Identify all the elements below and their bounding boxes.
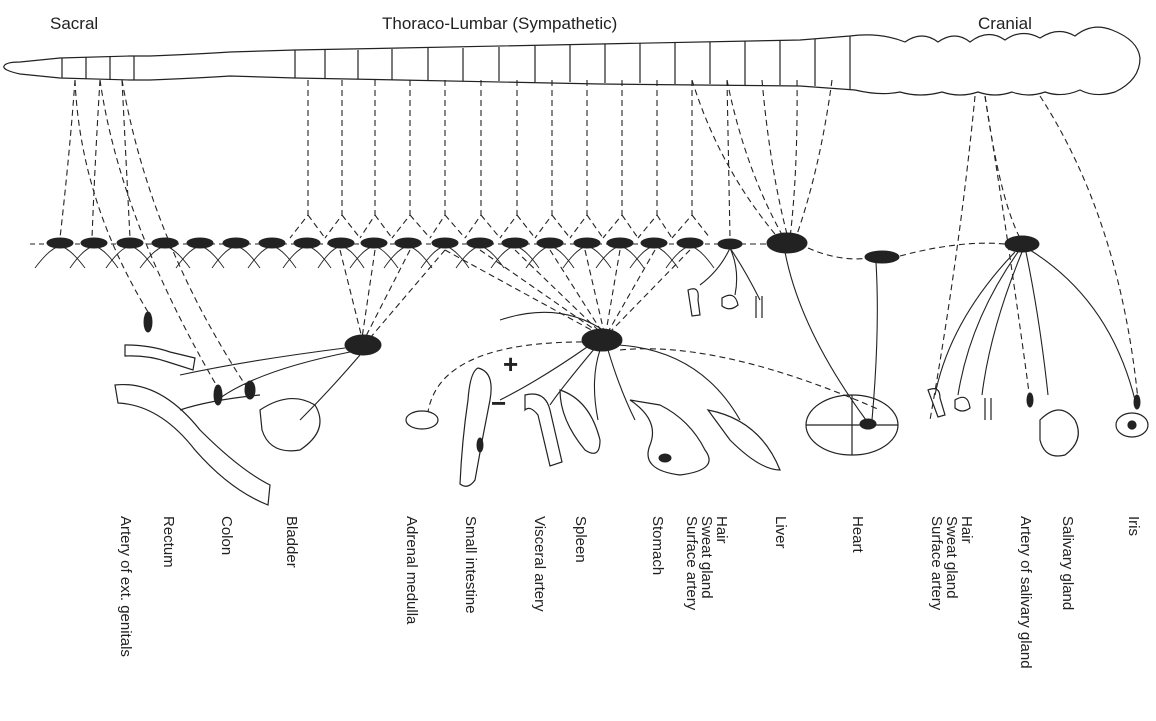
genital-artery-shape: [125, 345, 195, 370]
label-cranial-hair: Hair: [958, 516, 974, 544]
visceral-artery-shape: [525, 394, 562, 466]
organ-shapes: [115, 289, 1148, 505]
label-adrenal-medulla: Adrenal medulla: [403, 516, 419, 624]
label-colon: Colon: [218, 516, 234, 555]
spinal-cord: [4, 27, 1140, 95]
label-bladder: Bladder: [283, 516, 299, 568]
plus-sign: +: [503, 349, 518, 379]
label-artery-of-salivary-gland: Artery of salivary gland: [1017, 516, 1033, 669]
salivary-gland-shape: [1040, 410, 1078, 456]
label-heart: Heart: [849, 516, 865, 553]
preganglionic-fibers: [60, 80, 1138, 420]
label-rectum: Rectum: [160, 516, 176, 568]
label-iris: Iris: [1125, 516, 1141, 536]
label-cranial-surface-artery: Surface artery: [928, 516, 944, 610]
spleen-shape: [560, 390, 600, 453]
stomach-shape: [630, 400, 709, 475]
label-sweat-gland: Sweat gland: [698, 516, 714, 599]
label-visceral-artery: Visceral artery: [531, 516, 547, 612]
label-spleen: Spleen: [572, 516, 588, 563]
sympathetic-chain: [30, 233, 1140, 462]
bladder-shape: [260, 399, 320, 451]
minus-sign: −: [491, 388, 506, 418]
label-hair: Hair: [713, 516, 729, 544]
label-liver: Liver: [772, 516, 788, 549]
label-surface-artery: Surface artery: [683, 516, 699, 610]
label-small-intestine: Small intestine: [462, 516, 478, 614]
label-cranial-sweat-gland: Sweat gland: [943, 516, 959, 599]
label-salivary-gland: Salivary gland: [1059, 516, 1075, 610]
postganglionic-fibers: [180, 248, 1135, 420]
rami: [35, 246, 714, 268]
adrenal-shape: [406, 411, 438, 429]
small-intestine-shape: [460, 368, 491, 486]
sacral-segments: [62, 56, 134, 80]
colon-shape: [115, 385, 270, 505]
label-stomach: Stomach: [649, 516, 665, 575]
label-artery-of-ext-genitals: Artery of ext. genitals: [117, 516, 133, 657]
